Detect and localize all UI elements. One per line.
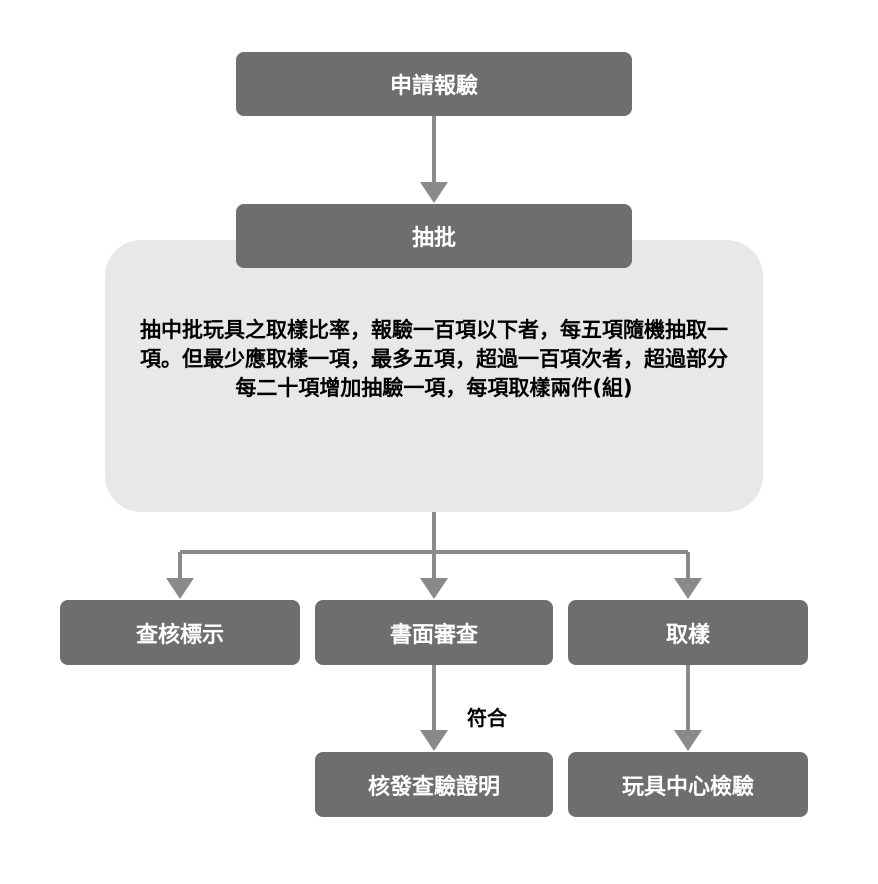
issue-certificate-node: 核發查驗證明 — [315, 752, 553, 817]
toy-center-test-text: 玩具中心檢驗 — [621, 774, 754, 800]
sampling-rule-panel — [105, 240, 763, 512]
toy-center-test-node: 玩具中心檢驗 — [568, 752, 808, 817]
sampling-node: 取樣 — [568, 600, 808, 665]
batch-selection-label: 抽批 — [411, 226, 456, 251]
conform-edge-label: 符合 — [467, 706, 507, 730]
arrowhead-sampling — [674, 578, 702, 599]
check-label-text: 查核標示 — [135, 622, 224, 648]
issue-certificate-text: 核發查驗證明 — [367, 774, 500, 800]
arrowhead-document-review — [420, 578, 448, 599]
arrowhead-center — [674, 730, 702, 751]
check-label-node: 查核標示 — [60, 600, 300, 665]
sampling-rule-text: 抽中批玩具之取樣比率，報驗一百項以下者，每五項隨機抽取一項。但最少應取樣一項，最… — [140, 318, 728, 400]
document-review-node: 書面審查 — [315, 600, 553, 665]
apply-inspection-label: 申請報驗 — [389, 74, 478, 99]
apply-inspection-node: 申請報驗 — [236, 52, 632, 116]
sampling-text: 取樣 — [665, 622, 710, 648]
arrowhead-certificate — [420, 730, 448, 751]
arrowhead-batch — [420, 182, 448, 203]
document-review-text: 書面審查 — [389, 622, 478, 648]
batch-selection-node: 抽批 — [236, 204, 632, 268]
arrowhead-check-label — [166, 578, 194, 599]
